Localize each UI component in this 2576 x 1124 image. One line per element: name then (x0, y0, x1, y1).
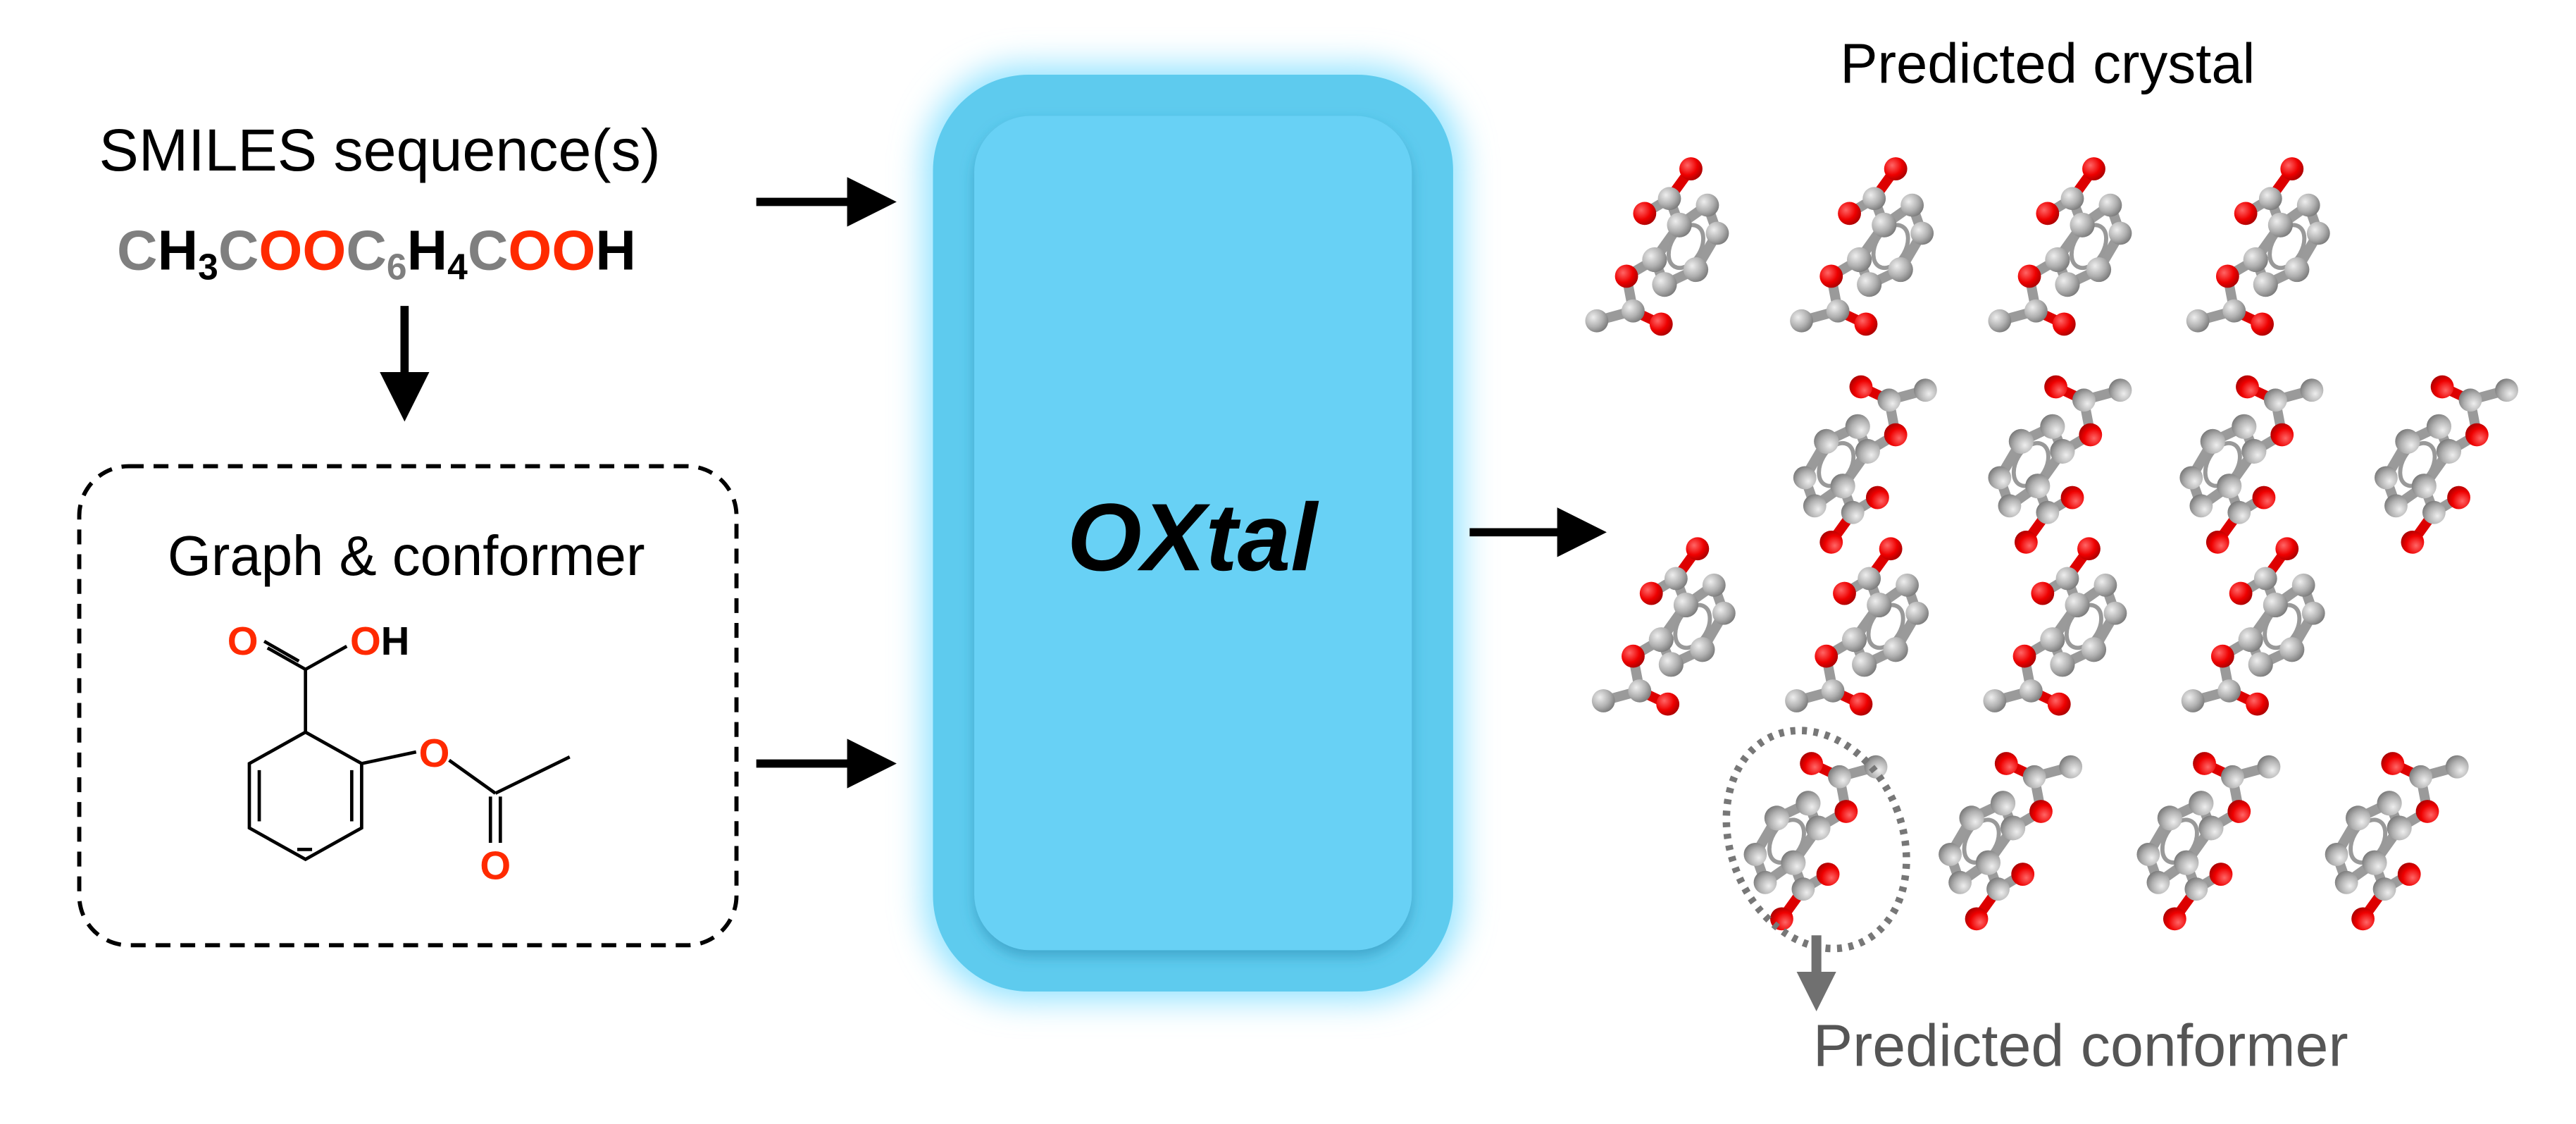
formula-part: 6 (387, 247, 407, 288)
formula-part: H (595, 219, 636, 282)
crystal-molecule (2182, 537, 2325, 715)
formula-part: H (407, 219, 448, 282)
crystal-molecule (1988, 376, 2132, 554)
carbonyl-o-label: O (228, 619, 259, 663)
crystal-molecule (2325, 752, 2469, 930)
crystal-molecule (2179, 376, 2323, 554)
hydroxyl-label: OH (350, 619, 409, 663)
crystal-molecule (1790, 157, 1934, 335)
formula-part: C (468, 219, 509, 282)
formula-part: C (218, 219, 259, 282)
crystal-molecule (1744, 752, 1888, 930)
crystal-molecule (1939, 752, 2082, 930)
graph-conformer-box (77, 464, 739, 948)
graph-conformer-title: Graph & conformer (168, 524, 645, 587)
crystal-title: Predicted crystal (1840, 32, 2255, 95)
model-name: OXtal (1067, 483, 1319, 591)
conformer-label: Predicted conformer (1813, 1012, 2348, 1078)
crystal-molecule (1585, 157, 1729, 335)
crystal-molecule (1988, 157, 2132, 335)
crystal-molecule (2186, 157, 2330, 335)
crystal-molecule (1793, 376, 1937, 554)
formula-part: OO (508, 219, 595, 282)
smiles-title: SMILES sequence(s) (99, 117, 661, 183)
formula-part: H (158, 219, 199, 282)
crystal-molecule (2136, 752, 2280, 930)
model-inner (974, 116, 1412, 951)
formula-part: 3 (198, 247, 218, 288)
crystal-molecule (1785, 537, 1929, 715)
ester-o-label: O (419, 731, 450, 775)
formula-part: C (117, 219, 158, 282)
acetyl-o-label: O (480, 844, 511, 888)
aspirin-structure (247, 639, 571, 862)
smiles-formula: CH3COOC6H4COOH (117, 219, 636, 288)
formula-part: 4 (447, 247, 468, 288)
crystal-molecule (1592, 537, 1736, 715)
conformer-highlight (1722, 727, 1910, 953)
formula-part: OO (259, 219, 346, 282)
crystal-molecule (2375, 376, 2518, 554)
crystal-molecule (1983, 537, 2127, 715)
formula-part: C (346, 219, 387, 282)
